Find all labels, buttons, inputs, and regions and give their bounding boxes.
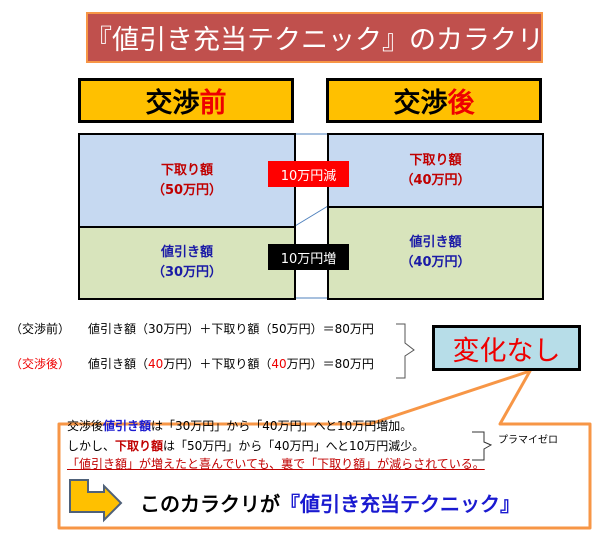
arrow-right-icon: [69, 479, 123, 523]
text: しかし、: [67, 439, 116, 453]
text: 交渉後: [67, 419, 104, 433]
formula-after: （交渉後）値引き額（40万円）＋下取り額（40万円）＝80万円: [10, 355, 374, 372]
text: このカラクリが: [140, 492, 280, 516]
after-header: 交渉後: [326, 78, 542, 123]
block-label: 値引き額: [409, 235, 462, 250]
trade-in-emphasis: 下取り額: [115, 439, 164, 453]
before-discount-block: 値引き額 （30万円）: [78, 226, 296, 300]
block-label: 値引き額: [160, 245, 213, 260]
connector-lines: [294, 133, 329, 299]
formula-value: 30: [148, 322, 164, 336]
technique-name: 『値引き充当テクニック』: [280, 492, 520, 516]
header-text: 交渉: [393, 88, 448, 119]
formula-text: 万円）＋下取り額（: [163, 322, 272, 336]
formula-value: 50: [271, 322, 287, 336]
header-accent: 後: [447, 88, 475, 119]
header-text: 交渉: [145, 88, 200, 119]
discount-emphasis: 値引き額: [103, 419, 152, 433]
formula-text: 万円）＋下取り額（: [163, 357, 272, 371]
diagram-title: 『値引き充当テクニック』のカラクリ: [85, 12, 544, 63]
formula-label: （交渉後）: [10, 357, 71, 371]
after-discount-block: 値引き額 （40万円）: [327, 206, 544, 300]
formula-label: （交渉前）: [10, 322, 71, 336]
text: は「50万円」から「40万円」へと10万円減少。: [163, 439, 425, 453]
formula-value: 40: [148, 357, 164, 371]
block-value: （30万円）: [151, 265, 223, 280]
block-label: 下取り額: [409, 152, 462, 168]
formula-value: 40: [271, 357, 287, 371]
formula-text: 値引き額（: [88, 322, 149, 336]
callout-box: [57, 369, 592, 530]
increase-tag: 10万円増: [268, 244, 349, 270]
callout-warning: 「値引き額」が増えたと喜んでいても、裏で「下取り額」が減らされている。: [67, 457, 485, 471]
callout-line-1: 交渉後値引き額は「30万円」から「40万円」へと10万円増加。: [67, 417, 412, 434]
text: は「30万円」から「40万円」へと10万円増加。: [151, 419, 413, 433]
plus-minus-zero-note: プラマイゼロ: [498, 435, 558, 446]
formula-text: 万円）＝80万円: [286, 357, 374, 371]
block-label: 下取り額: [160, 162, 213, 178]
formula-text: 万円）＝80万円: [286, 322, 374, 336]
formula-before: （交渉前） 値引き額（30万円）＋下取り額（50万円）＝80万円: [10, 320, 374, 337]
block-value: （40万円）: [400, 172, 471, 188]
block-value: （40万円）: [400, 255, 471, 270]
before-header: 交渉前: [78, 78, 294, 123]
conclusion: このカラクリが『値引き充当テクニック』: [140, 488, 520, 517]
header-accent: 前: [199, 88, 227, 119]
formula-text: 値引き額（: [88, 357, 149, 371]
no-change-label: 変化なし: [432, 325, 581, 371]
callout-line-2: しかし、下取り額は「50万円」から「40万円」へと10万円減少。: [67, 437, 424, 454]
before-trade-in-block: 下取り額 （50万円）: [78, 133, 296, 228]
block-value: （50万円）: [151, 182, 223, 198]
decrease-tag: 10万円減: [268, 161, 349, 187]
